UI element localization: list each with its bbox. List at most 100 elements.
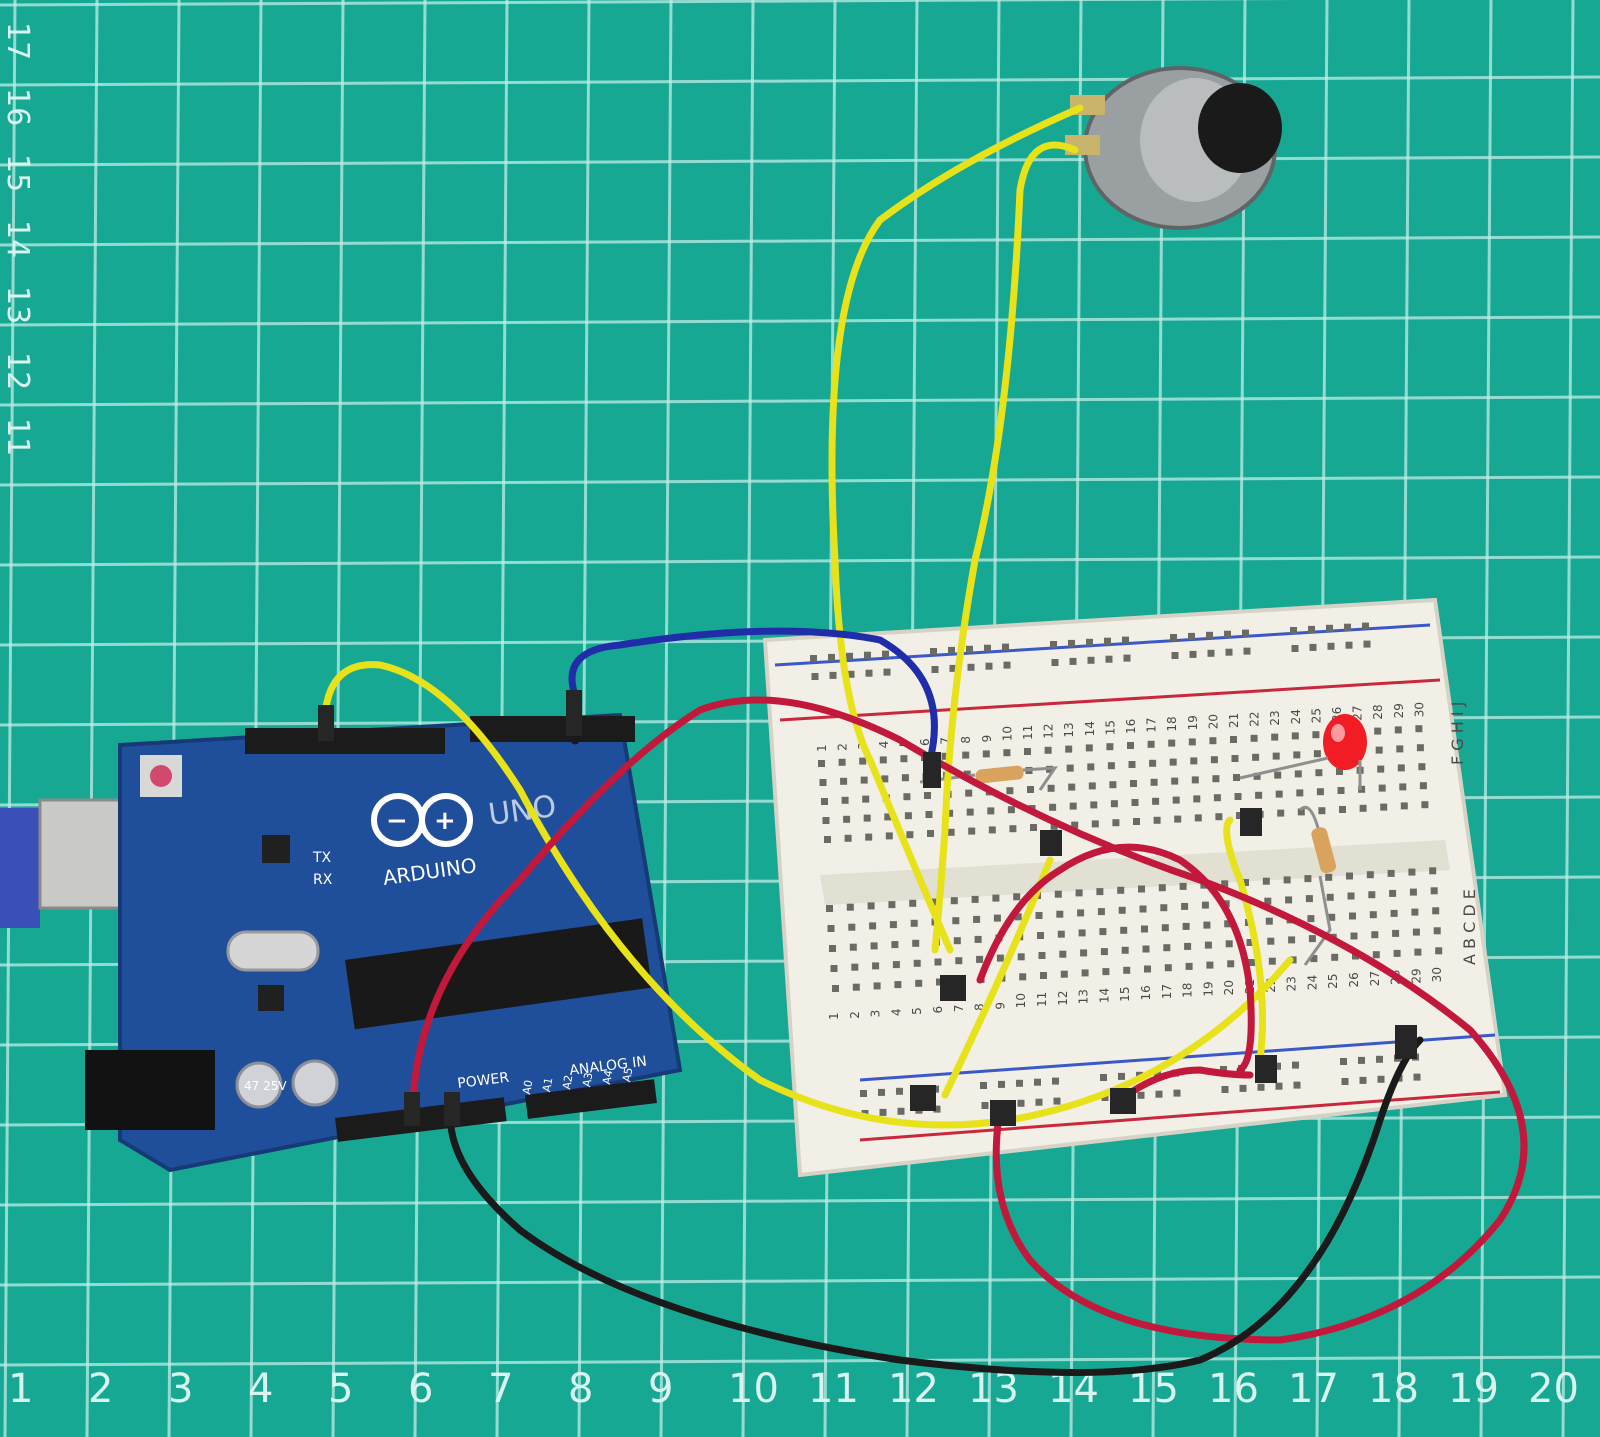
breadboard-hole [1017,1099,1025,1107]
breadboard-hole [1362,622,1369,630]
breadboard-hole [838,758,846,766]
grid-line-v [741,0,755,1437]
breadboard-hole [1068,783,1076,791]
breadboard-hole [1174,815,1182,823]
plug-black-rail [1395,1025,1417,1059]
breadboard-hole [1212,775,1220,783]
breadboard-hole [1341,1078,1349,1085]
breadboard-hole [1060,970,1068,978]
breadboard-hole [1056,910,1064,918]
breadboard-hole [865,669,873,677]
breadboard-hole [888,901,896,909]
breadboard-hole [1123,966,1131,974]
breadboard-hole [1293,1081,1301,1089]
breadboard-hole [915,979,923,987]
breadboard-hole [829,945,836,952]
yellow-wire-button-2 [931,141,1079,954]
red-wire-3 [1116,1066,1254,1104]
plug-yellow-mid [1040,830,1062,856]
breadboard-hole [1121,946,1129,954]
breadboard-hole [1054,890,1062,898]
analog-pin-label: A0 [520,1079,535,1096]
breadboard-hole [1308,935,1316,943]
breadboard-hole [1171,652,1179,659]
breadboard-hole [826,905,833,912]
breadboard-hole [998,1080,1005,1088]
breadboard-hole [1100,948,1108,956]
breadboard-hole [985,662,993,670]
push-button-cap[interactable] [1198,83,1282,173]
breadboard-hole [910,919,918,927]
breadboard-hole [830,965,838,972]
breadboard-hole [878,1088,885,1096]
row-letters-bottom: A B C D E [1460,889,1479,965]
breadboard-hole [973,915,981,923]
column-number-bottom: 8 [973,1003,987,1011]
breadboard-hole [1267,937,1275,945]
breadboard-hole [1107,762,1115,770]
breadboard-hole [1433,927,1441,935]
column-number-top: 11 [1021,725,1035,740]
column-number-top: 24 [1289,709,1303,724]
column-number-bottom: 29 [1409,968,1423,983]
breadboard-hole [1411,908,1419,916]
breadboard-hole [1160,904,1168,912]
plug-red-rail [990,1100,1016,1126]
breadboard-hole [1122,636,1129,644]
breadboard-hole [1128,761,1136,768]
breadboard-hole [1369,911,1377,919]
breadboard-hole [950,897,958,905]
breadboard-hole [1013,893,1021,901]
column-number-bottom: 25 [1326,974,1340,989]
breadboard-hole [1291,732,1299,740]
column-number-bottom: 16 [1139,985,1153,1000]
breadboard-hole [1347,892,1355,900]
breadboard-hole [843,815,851,823]
breadboard-hole [1435,947,1443,955]
row-letters-top: F G H I J [1448,702,1467,765]
column-number-bottom: 10 [1014,993,1028,1008]
column-number-top: 14 [1083,721,1097,736]
breadboard-hole [1390,909,1398,917]
plug-yellow-lower [1255,1055,1277,1083]
breadboard-hole [1345,641,1353,649]
mat-scale-label: 18 [1368,1366,1419,1412]
breadboard-hole [1285,896,1293,904]
breadboard-hole [1310,955,1318,963]
plug-red-rail-2 [1110,1088,1136,1114]
breadboard-hole [1050,822,1058,830]
plug-yellow-arduino [318,705,334,741]
column-number-bottom: 20 [1222,980,1236,995]
breadboard-hole [949,664,957,672]
breadboard-hole [1206,631,1213,639]
breadboard-hole [1312,731,1320,739]
breadboard-hole [1272,752,1280,760]
breadboard-hole [1372,951,1380,959]
breadboard-hole [1203,921,1211,929]
column-number-bottom: 26 [1347,972,1361,987]
breadboard-hole [1277,809,1285,817]
breadboard-hole [927,830,934,837]
column-number-top: 9 [980,735,994,743]
top-blue-rail [774,623,1431,667]
capacitor-2 [291,1059,339,1107]
power-label: POWER [457,1070,511,1092]
breadboard-hole [1220,1066,1227,1073]
breadboard-hole [1359,804,1367,812]
breadboard-hole [1019,973,1027,981]
push-button[interactable] [1065,66,1282,230]
breadboard-hole [848,923,856,931]
reset-button[interactable] [150,765,172,787]
mat-scale-label-vertical: 17 [0,22,35,60]
breadboard-hole [1429,867,1437,875]
crystal-oscillator [226,930,320,972]
header-digital-left [245,728,445,754]
grid-line-v [659,0,673,1437]
breadboard-hole [1158,884,1166,892]
breadboard-hole [1307,915,1315,923]
breadboard-hole [865,833,873,841]
breadboard-hole [912,939,920,947]
breadboard-hole [1102,968,1110,976]
breadboard-hole [872,962,880,970]
